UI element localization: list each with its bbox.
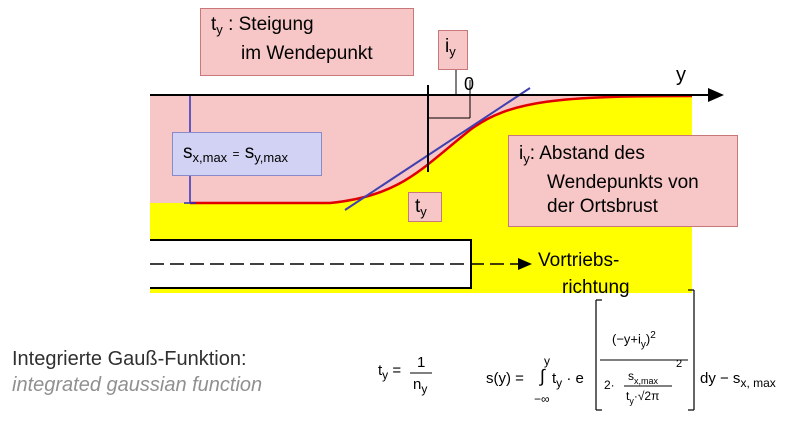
iy-desc-line2: Wendepunkts von bbox=[547, 172, 699, 193]
ty-formula-num: 1 bbox=[417, 354, 426, 371]
iy-desc-symbol: i bbox=[519, 143, 524, 164]
drive-direction-arrowhead bbox=[518, 258, 532, 270]
iy-desc-sub: y bbox=[523, 151, 530, 166]
caption-english: integrated gaussian function bbox=[12, 374, 263, 396]
drive-direction-line1: Vortriebs- bbox=[538, 250, 620, 271]
y-axis-arrowhead bbox=[708, 88, 724, 102]
integral-lower: −∞ bbox=[534, 392, 550, 406]
settlement-curve bbox=[190, 94, 693, 205]
ty-formula-den: ny bbox=[413, 376, 428, 396]
inner-frac-den: ty·√2π bbox=[626, 389, 660, 406]
sx-eq: = bbox=[232, 147, 240, 161]
zero-label: 0 bbox=[464, 74, 475, 94]
s-formula-lhs: s(y) = bbox=[486, 370, 524, 387]
iy-description-box: iy: Abstand des Wendepunkts von der Orts… bbox=[508, 135, 738, 227]
slope-label-box: ty : Steigung im Wendepunkt bbox=[200, 8, 414, 76]
sx-symbol: s bbox=[183, 142, 193, 163]
caption-german: Integrierte Gauß-Funktion: bbox=[12, 348, 247, 370]
iy-symbol-sub: y bbox=[449, 44, 456, 59]
exp-numerator: (−y+iy)2 bbox=[612, 330, 656, 351]
ty-formula-lhs: ty = bbox=[378, 362, 402, 382]
smax-label-box: sx,max = sy,max bbox=[172, 132, 322, 176]
slope-symbol: t bbox=[211, 14, 217, 35]
tangent-line bbox=[344, 87, 531, 211]
inner-frac-num: sx,max bbox=[628, 369, 659, 386]
iy-desc-line1: : Abstand des bbox=[529, 143, 645, 164]
exp-den-prefix: 2· bbox=[604, 378, 615, 392]
s-formula-tail: dy − sx, max bbox=[700, 370, 776, 390]
iy-desc-line3: der Ortsbrust bbox=[547, 196, 658, 217]
slope-text-2: im Wendepunkt bbox=[241, 43, 373, 64]
sy-sub: y,max bbox=[254, 150, 288, 165]
sy-symbol: s bbox=[244, 142, 255, 163]
integral-upper: y bbox=[544, 354, 550, 368]
settlement-trough bbox=[150, 95, 692, 203]
slope-symbol-sub: y bbox=[216, 22, 223, 37]
slope-text-1: : Steigung bbox=[228, 14, 314, 35]
y-axis-label: y bbox=[676, 64, 686, 86]
s-formula-term: ty · e bbox=[552, 370, 584, 390]
tangent-symbol-sub: y bbox=[420, 204, 427, 219]
exp-den-power: 2 bbox=[676, 358, 683, 370]
sx-sub: x,max bbox=[192, 150, 228, 165]
tangent-symbol: t bbox=[415, 196, 421, 217]
iy-label-box: iy bbox=[438, 30, 468, 70]
iy-symbol: i bbox=[445, 36, 450, 57]
integral-sign: ∫ bbox=[540, 366, 545, 386]
drive-direction-line2: richtung bbox=[562, 277, 630, 298]
tangent-label-box: ty bbox=[408, 192, 442, 222]
